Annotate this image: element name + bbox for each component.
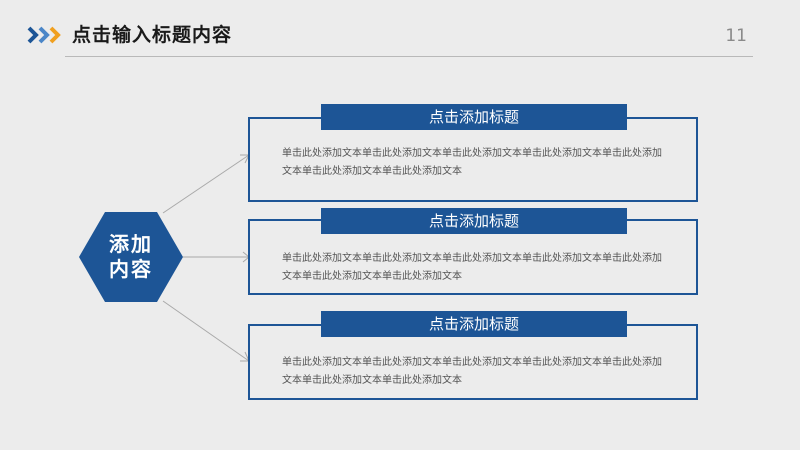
content-box[interactable] [248, 117, 698, 202]
page-number: 11 [725, 26, 747, 46]
connector-line-bottom [162, 300, 250, 362]
item-title[interactable]: 点击添加标题 [321, 104, 627, 130]
triple-chevron-right-icon [27, 26, 61, 44]
header-divider [65, 56, 753, 57]
page-title[interactable]: 点击输入标题内容 [72, 24, 233, 46]
item-body[interactable]: 单击此处添加文本单击此处添加文本单击此处添加文本单击此处添加文本单击此处添加文本… [282, 148, 662, 177]
center-hexagon[interactable] [79, 212, 183, 302]
item-title[interactable]: 点击添加标题 [321, 311, 627, 337]
connector-line-top [162, 154, 250, 214]
item-body[interactable]: 单击此处添加文本单击此处添加文本单击此处添加文本单击此处添加文本单击此处添加文本… [282, 357, 662, 386]
item-title[interactable]: 点击添加标题 [321, 208, 627, 234]
item-body[interactable]: 单击此处添加文本单击此处添加文本单击此处添加文本单击此处添加文本单击此处添加文本… [282, 253, 662, 282]
center-label: 添加 内容 [79, 212, 183, 302]
center-label-line2: 内容 [109, 257, 153, 281]
center-label-line1: 添加 [109, 232, 153, 256]
